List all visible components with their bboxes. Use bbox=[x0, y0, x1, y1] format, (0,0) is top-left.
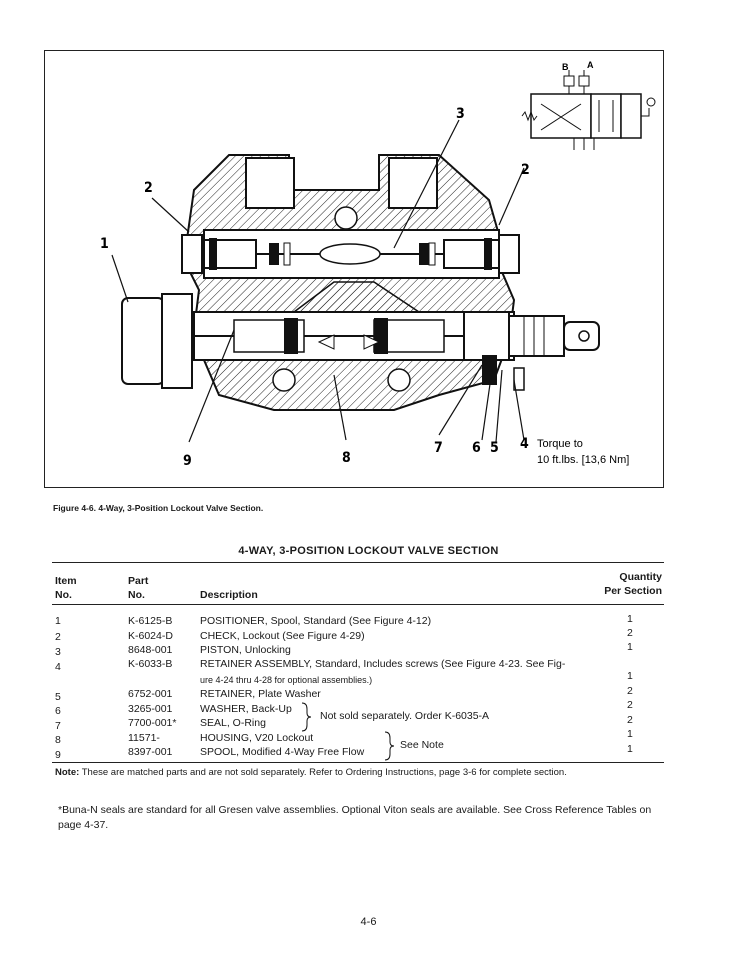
callout-7: 7 bbox=[434, 440, 443, 456]
callout-5: 5 bbox=[490, 440, 499, 456]
callout-2-left: 2 bbox=[144, 180, 153, 196]
leader-lines bbox=[111, 119, 525, 443]
brace-group-2 bbox=[384, 731, 395, 761]
page-number: 4-6 bbox=[360, 916, 377, 928]
spool bbox=[121, 293, 600, 391]
callout-8: 8 bbox=[342, 450, 351, 466]
valve-housing bbox=[182, 154, 516, 411]
callout-3: 3 bbox=[456, 106, 465, 122]
torque-note-line1: Torque to bbox=[537, 438, 583, 450]
header-rule bbox=[52, 604, 664, 605]
torque-note-line2: 10 ft.lbs. [13,6 Nm] bbox=[537, 454, 629, 466]
group-note-1: Not sold separately. Order K-6035-A bbox=[320, 710, 490, 722]
header-description: Description bbox=[200, 589, 258, 601]
group-note-2: See Note bbox=[400, 739, 444, 751]
port-b-label: B bbox=[562, 62, 569, 72]
note-label: Note: bbox=[55, 767, 80, 778]
callout-9: 9 bbox=[183, 453, 192, 469]
upper-piston-assembly bbox=[181, 234, 520, 274]
table-top-rule bbox=[52, 562, 664, 563]
note-text: These are matched parts and are not sold… bbox=[79, 767, 567, 778]
valve-section-drawing: B A 1 2 3 2 9 8 7 6 5 4 Torque to 10 ft.… bbox=[100, 60, 656, 469]
hydraulic-symbol: B A bbox=[521, 60, 656, 150]
callout-4: 4 bbox=[520, 436, 529, 452]
figure-caption: Figure 4-6. 4-Way, 3-Position Lockout Va… bbox=[53, 503, 264, 513]
callout-1: 1 bbox=[100, 236, 109, 252]
callout-2-right: 2 bbox=[521, 162, 530, 178]
callout-6: 6 bbox=[472, 440, 481, 456]
table-note: Note: These are matched parts and are no… bbox=[55, 767, 567, 778]
table-title: 4-WAY, 3-POSITION LOCKOUT VALVE SECTION bbox=[238, 545, 499, 557]
port-a-label: A bbox=[587, 60, 594, 70]
footnote: *Buna-N seals are standard for all Grese… bbox=[58, 804, 652, 831]
figure-frame bbox=[44, 50, 664, 488]
table-bottom-rule bbox=[52, 762, 664, 763]
brace-group-1 bbox=[301, 702, 312, 732]
